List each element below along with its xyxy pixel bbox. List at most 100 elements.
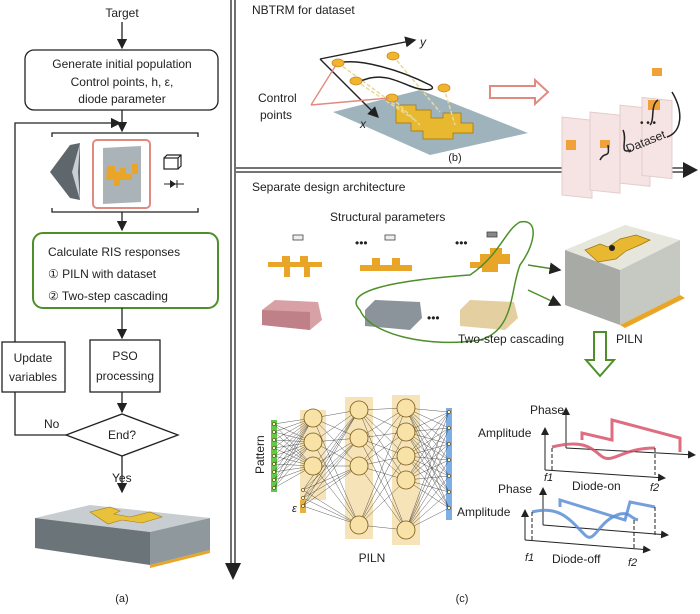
network-edge	[358, 437, 407, 481]
network-edge	[273, 441, 314, 489]
network-edge	[405, 455, 450, 509]
diode-on-label: Diode-on	[572, 479, 621, 493]
update-line-2: variables	[9, 370, 57, 384]
network-edge	[302, 437, 360, 491]
on-f2-label: f2	[650, 482, 659, 494]
pattern-label: Pattern	[253, 435, 267, 474]
panel-a-label: (a)	[115, 593, 128, 605]
network-edge	[405, 427, 450, 481]
network-edge	[302, 465, 360, 499]
network-neuron	[349, 515, 369, 535]
loop-back-line	[14, 117, 122, 436]
network-edge	[273, 417, 314, 489]
network-edge	[358, 479, 407, 526]
control-points-line-2: points	[260, 108, 292, 122]
network-neuron	[396, 398, 416, 418]
y-axis	[319, 36, 417, 60]
decision-label: End?	[108, 428, 136, 442]
spline-curve	[337, 61, 434, 91]
network-neuron	[272, 462, 276, 466]
network-edge	[358, 455, 407, 526]
network-neuron	[447, 410, 451, 414]
network-edge	[405, 411, 450, 481]
epsilon-label: ε	[292, 503, 297, 515]
network-neuron	[447, 426, 451, 430]
control-points-line-1: Control	[258, 91, 297, 105]
dataset-stack	[561, 68, 681, 199]
network-neuron	[447, 506, 451, 510]
calc-item-1: ① PILN with dataset	[48, 267, 157, 281]
panel-c-architecture: Separate design architecture Structural …	[252, 180, 696, 605]
diode-off-plot	[521, 487, 669, 554]
on-f1-label: f1	[544, 472, 553, 484]
network-edge	[302, 409, 360, 499]
assembled-unit-cell	[565, 225, 685, 328]
init-line-2: Control points, h, ε,	[71, 75, 174, 89]
network-edge	[405, 459, 450, 531]
diode-off-label: Diode-off	[552, 552, 601, 566]
calc-item-2: ② Two-step cascading	[48, 289, 168, 303]
selection-loop	[355, 221, 534, 344]
network-neuron	[301, 504, 305, 508]
calc-ris-box	[32, 232, 219, 309]
substrate-icon	[50, 143, 80, 200]
network-neuron	[272, 486, 276, 490]
target-label: Target	[105, 6, 139, 20]
network-neuron	[272, 430, 276, 434]
piln-network	[271, 395, 452, 545]
network-edge	[302, 409, 360, 507]
network-edge	[405, 443, 450, 531]
network-edge	[358, 407, 407, 467]
network-neuron	[447, 458, 451, 462]
network-edge	[312, 465, 360, 526]
network-neuron	[396, 446, 416, 466]
ellipsis-3: •••	[427, 311, 440, 325]
x-axis	[319, 58, 379, 118]
y-axis-label: y	[419, 35, 427, 49]
diode-package-icon	[163, 157, 179, 170]
network-edge	[273, 417, 314, 465]
network-edge	[302, 465, 360, 491]
ellipsis-2: •••	[455, 236, 468, 250]
network-neuron	[301, 488, 305, 492]
network-edge	[358, 409, 407, 531]
diode-symbol-icon	[164, 180, 184, 188]
two-step-cascading-label: Two-step cascading	[458, 332, 564, 346]
structural-parameters-label: Structural parameters	[330, 210, 445, 224]
network-edge	[358, 409, 407, 457]
network-edge	[302, 437, 360, 507]
network-edge	[302, 497, 360, 526]
network-edge	[273, 417, 314, 481]
off-amplitude-label: Amplitude	[457, 505, 511, 519]
panel-b-nbtrm: NBTRM for dataset y x Control points • •…	[252, 3, 681, 199]
network-neuron	[272, 470, 276, 474]
off-f2-label: f2	[628, 557, 637, 569]
network-neuron	[349, 400, 369, 420]
component-bracket	[51, 132, 199, 213]
off-phase-label: Phase	[498, 482, 532, 496]
network-neuron	[272, 478, 276, 482]
network-edge	[358, 409, 407, 481]
network-neuron	[396, 470, 416, 490]
calc-title: Calculate RIS responses	[48, 245, 180, 259]
network-edge	[302, 489, 360, 526]
panel-c-label: (c)	[456, 593, 469, 605]
control-point-markers	[331, 51, 451, 103]
network-edge	[358, 465, 407, 531]
init-line-1: Generate initial population	[52, 57, 191, 71]
piln-arrow-label: PILN	[616, 332, 643, 346]
network-edge	[312, 409, 360, 467]
network-edge	[312, 417, 360, 467]
pso-line-1: PSO	[112, 349, 137, 363]
network-edge	[405, 491, 450, 531]
structural-parameter-icons	[262, 231, 518, 330]
network-neuron	[272, 446, 276, 450]
on-phase-label: Phase	[530, 403, 564, 417]
diode-on-plot	[541, 407, 696, 482]
network-edge	[405, 411, 450, 531]
panel-separators	[225, 0, 698, 580]
final-ris-unit-image	[35, 505, 210, 568]
cascade-arrow	[583, 331, 617, 378]
panel-b-label: (b)	[448, 152, 461, 164]
